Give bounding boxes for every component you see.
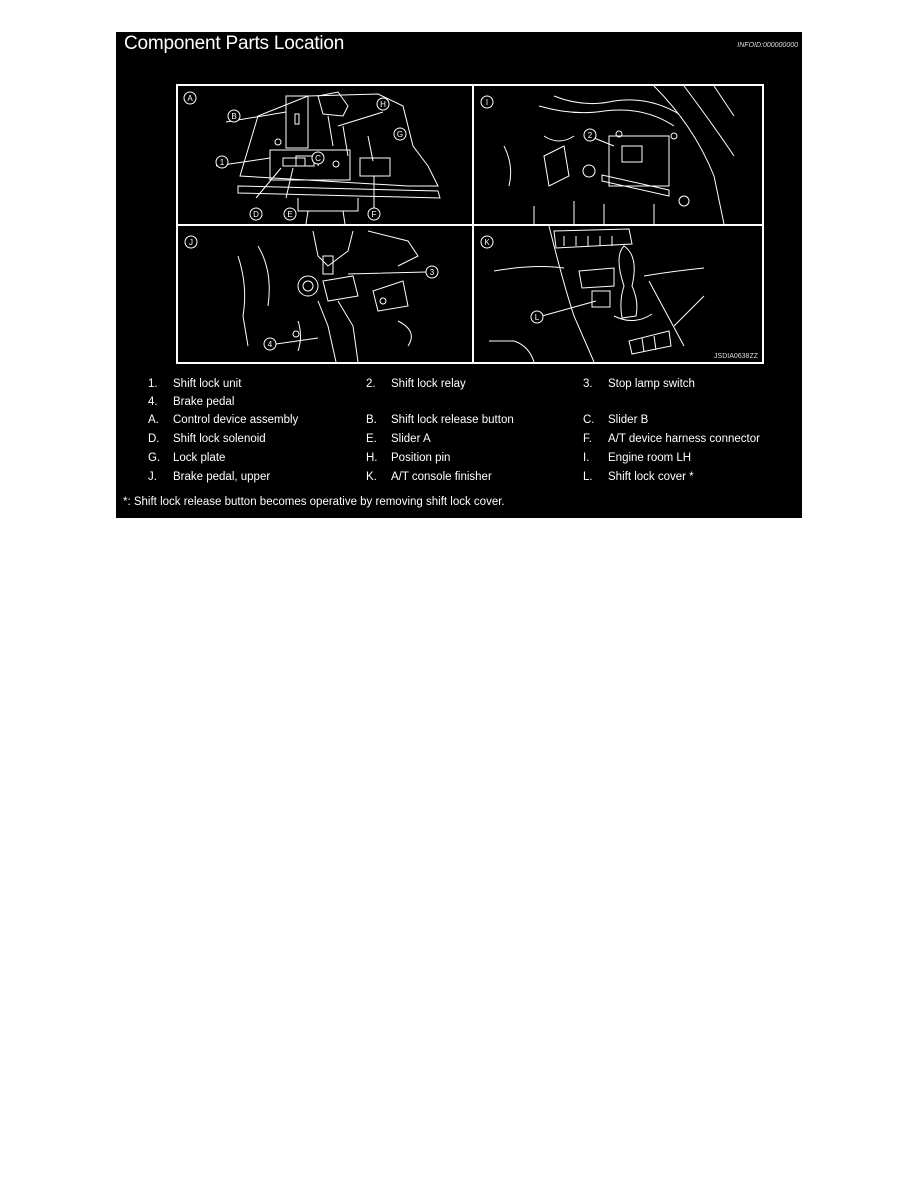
- legend-row: D. Shift lock solenoid E. Slider A F. A/T d…: [116, 433, 802, 451]
- callout-b: B: [231, 112, 236, 121]
- legend-label: Shift lock relay: [391, 378, 466, 390]
- info-id: INFOID:000000000: [737, 42, 798, 49]
- callout-f: F: [372, 210, 377, 219]
- callout-e: E: [287, 210, 292, 219]
- callout-h: H: [380, 100, 386, 109]
- legend-key: F.: [583, 433, 592, 445]
- figure-panel-i: I 2: [474, 86, 762, 224]
- figure-divider-horizontal: [178, 224, 762, 226]
- legend-label: Control device assembly: [173, 414, 299, 426]
- legend-label: Brake pedal, upper: [173, 471, 271, 483]
- legend-label: Brake pedal: [173, 396, 235, 408]
- legend-key: K.: [366, 471, 377, 483]
- page-title: Component Parts Location: [124, 33, 345, 54]
- legend-key: H.: [366, 452, 378, 464]
- legend-label: A/T console finisher: [391, 471, 492, 483]
- legend-row: G. Lock plate H. Position pin I. Engine roo…: [116, 452, 802, 470]
- legend-key: 2.: [366, 378, 376, 390]
- legend-label: A/T device harness connector: [608, 433, 760, 445]
- legend-label: Position pin: [391, 452, 451, 464]
- legend-row: 4. Brake pedal: [116, 396, 802, 414]
- legend-key: I.: [583, 452, 590, 464]
- legend-key: L.: [583, 471, 593, 483]
- legend-row: 1. Shift lock unit 2. Shift lock relay 3. S…: [116, 378, 802, 396]
- legend-label: Shift lock cover *: [608, 471, 694, 483]
- footnote: *: Shift lock release button becomes ope…: [123, 496, 505, 508]
- figure-panel-k: K L JSDIA0638ZZ: [474, 226, 762, 362]
- legend-key: 3.: [583, 378, 593, 390]
- legend-label: Slider A: [391, 433, 431, 445]
- panel-a-callouts: A B H G 1 C D E F: [183, 91, 407, 221]
- callout-i: I: [486, 98, 488, 107]
- callout-3: 3: [430, 268, 435, 277]
- legend-key: D.: [148, 433, 160, 445]
- panel-k-callouts: K L: [480, 235, 597, 324]
- callout-g: G: [397, 130, 403, 139]
- legend-key: C.: [583, 414, 595, 426]
- callout-d: D: [253, 210, 259, 219]
- legend-key: 1.: [148, 378, 158, 390]
- legend-label: Shift lock solenoid: [173, 433, 266, 445]
- callout-k: K: [484, 238, 490, 247]
- legend-key: J.: [148, 471, 157, 483]
- legend-key: G.: [148, 452, 161, 464]
- legend-key: E.: [366, 433, 377, 445]
- legend-row: A. Control device assembly B. Shift lock r…: [116, 414, 802, 432]
- figure-code: JSDIA0638ZZ: [714, 353, 758, 360]
- figure-panel-a: A B H G 1 C D E F: [178, 86, 472, 224]
- control-device-illustration: [215, 91, 441, 224]
- legend-label: Stop lamp switch: [608, 378, 695, 390]
- figure-panel-j: J 3 4: [178, 226, 472, 362]
- legend-label: Engine room LH: [608, 452, 692, 464]
- brake-pedal-illustration: [237, 230, 419, 362]
- legend-key: B.: [366, 414, 377, 426]
- console-illustration: [489, 226, 705, 362]
- callout-j: J: [189, 238, 193, 247]
- panel-i-callouts: I 2: [480, 95, 597, 142]
- legend-key: A.: [148, 414, 159, 426]
- engine-room-illustration: [503, 86, 735, 224]
- legend-label: Shift lock unit: [173, 378, 242, 390]
- legend-key: 4.: [148, 396, 158, 408]
- callout-1: 1: [220, 158, 225, 167]
- legend-label: Slider B: [608, 414, 649, 426]
- component-figure: A B H G 1 C D E F: [176, 84, 764, 364]
- panel-j-callouts: J 3 4: [184, 235, 439, 351]
- callout-4: 4: [268, 340, 273, 349]
- component-parts-panel: Component Parts Location INFOID:00000000…: [116, 32, 802, 518]
- callout-2: 2: [588, 131, 593, 140]
- callout-a: A: [187, 94, 193, 103]
- legend-label: Lock plate: [173, 452, 226, 464]
- legend-label: Shift lock release button: [391, 414, 514, 426]
- legend-row: J. Brake pedal, upper K. A/T console finis…: [116, 471, 802, 489]
- callout-c: C: [315, 154, 321, 163]
- callout-l: L: [535, 313, 540, 322]
